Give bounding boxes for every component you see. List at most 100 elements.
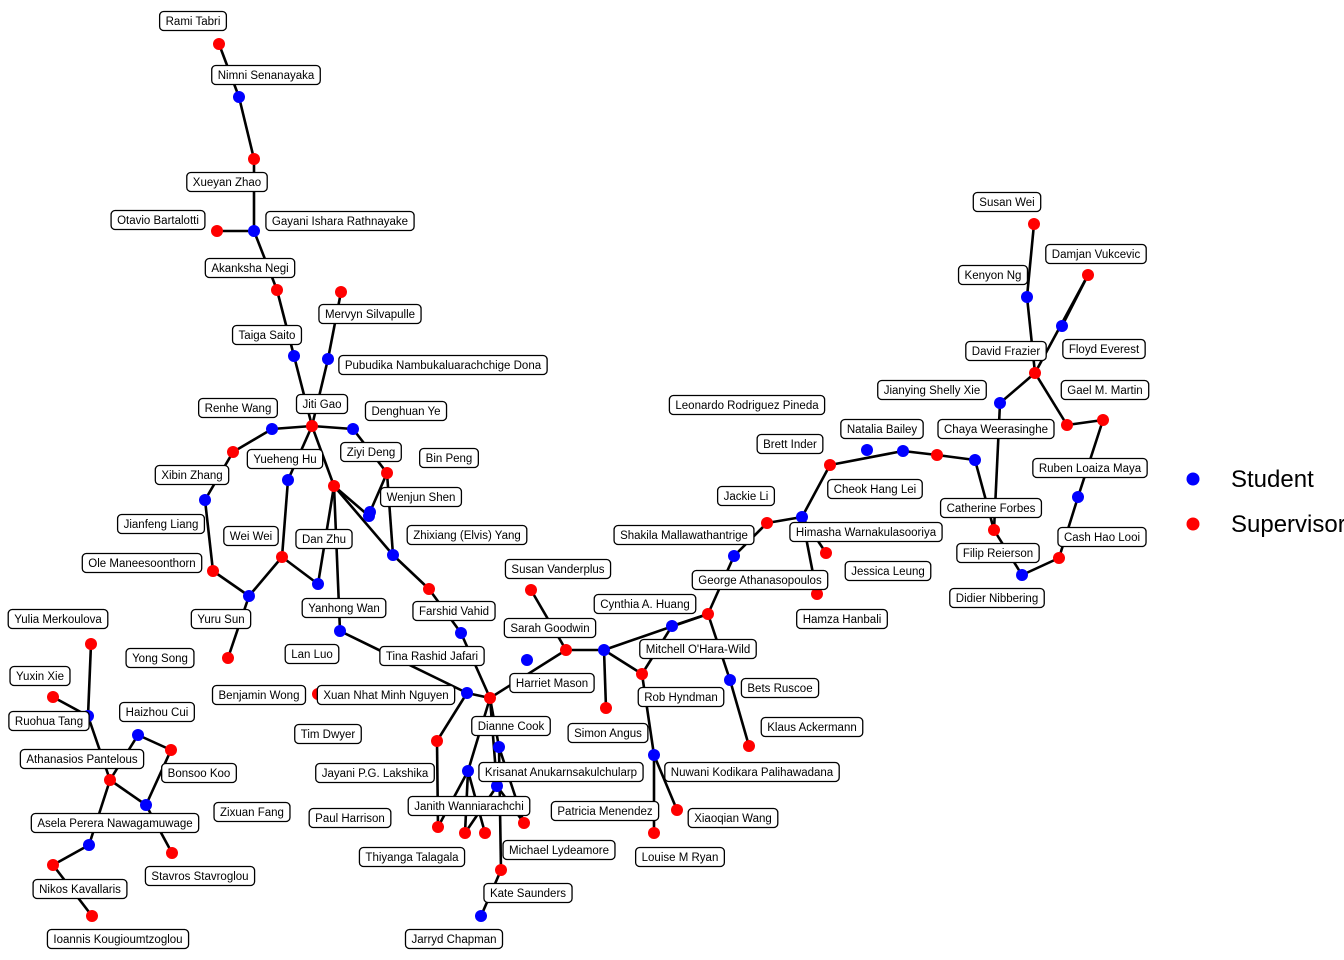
node-label-ruohua: Ruohua Tang <box>8 710 90 732</box>
label-text-george: George Athanasopoulos <box>698 575 822 587</box>
label-box-cash <box>1057 526 1147 548</box>
legend-student-label: Student <box>1231 466 1314 493</box>
node-label-susanw: Susan Wei <box>972 191 1042 213</box>
nodes-layer <box>47 38 1109 922</box>
label-text-pubudika: Pubudika Nambukaluarachchige Dona <box>345 360 542 372</box>
node-label-jackie: Jackie Li <box>716 485 776 507</box>
label-text-krisanat: Krisanat Anukarnsakulchularp <box>485 767 637 779</box>
node-label-jessica: Jessica Leung <box>844 560 932 582</box>
label-box-binpeng <box>419 447 479 469</box>
label-box-pubudika <box>338 354 548 376</box>
label-text-wenjun: Wenjun Shen <box>387 492 456 504</box>
node-label-brett: Brett Inder <box>756 433 824 455</box>
label-box-renhe <box>197 397 279 419</box>
label-box-farshid <box>412 600 496 622</box>
node-susanw <box>1028 218 1040 230</box>
node-gael <box>1061 419 1073 431</box>
node-denghuan <box>347 423 359 435</box>
node-label-tina: Tina Rashid Jafari <box>379 645 485 667</box>
label-text-filip: Filip Reierson <box>963 548 1033 560</box>
label-box-ruohua <box>8 710 90 732</box>
node-label-denghuan: Denghuan Ye <box>364 400 448 422</box>
label-box-zixuan <box>213 801 291 823</box>
label-box-ruben <box>1032 457 1148 479</box>
label-text-susanv: Susan Vanderplus <box>511 564 604 576</box>
node-harriet <box>521 654 533 666</box>
label-box-hamza <box>796 608 888 630</box>
node-label-nuwani: Nuwani Kodikara Palihawadana <box>664 761 840 783</box>
node-damjan <box>1082 269 1094 281</box>
node-robh <box>636 668 648 680</box>
node-bonsoo <box>165 744 177 756</box>
node-label-timdwyer: Tim Dwyer <box>294 723 362 745</box>
edge-bonsoo-zixuan <box>144 749 173 806</box>
node-taiga <box>288 350 300 362</box>
edge-cheok-chaya <box>936 453 976 462</box>
label-text-denghuan: Denghuan Ye <box>371 406 440 418</box>
label-box-xiaoqian <box>687 807 779 829</box>
node-michaell <box>479 827 491 839</box>
edge-binpeng-zhixiang <box>385 472 395 556</box>
node-asela <box>83 839 95 851</box>
label-box-yongsong <box>125 647 195 669</box>
label-box-mitchell <box>639 638 757 660</box>
node-label-susanv: Susan Vanderplus <box>504 558 612 580</box>
node-label-farshid: Farshid Vahid <box>412 600 496 622</box>
node-label-gael: Gael M. Martin <box>1060 379 1150 401</box>
label-box-sarahg <box>503 617 597 639</box>
label-text-chaya: Chaya Weerasinghe <box>944 424 1048 436</box>
edge-chaya-catherine <box>973 459 996 531</box>
node-nimni <box>233 91 245 103</box>
label-box-tina <box>379 645 485 667</box>
label-text-kenyon: Kenyon Ng <box>965 270 1022 282</box>
node-catherine <box>988 524 1000 536</box>
label-text-xueyan: Xueyan Zhao <box>193 177 261 189</box>
node-label-athanasios: Athanasios Pantelous <box>19 748 145 770</box>
label-box-nuwani <box>664 761 840 783</box>
label-text-asela: Asela Perera Nawagamuwage <box>37 818 192 830</box>
label-box-didier <box>949 587 1045 609</box>
label-box-kenyon <box>957 264 1029 286</box>
label-text-davidf: David Frazier <box>972 346 1041 358</box>
node-label-filip: Filip Reierson <box>956 542 1040 564</box>
node-yanhong <box>312 578 324 590</box>
label-text-cheok: Cheok Hang Lei <box>834 484 916 496</box>
node-label-jianfeng: Jianfeng Liang <box>116 513 206 535</box>
node-label-yongsong: Yong Song <box>125 647 195 669</box>
node-label-davidf: David Frazier <box>965 340 1047 362</box>
node-janith <box>491 780 503 792</box>
label-text-ruohua: Ruohua Tang <box>15 716 83 728</box>
label-text-sarahg: Sarah Goodwin <box>510 623 589 635</box>
label-box-wenjun <box>379 486 463 508</box>
label-box-ziyi <box>340 441 402 463</box>
label-box-haizhou <box>119 701 195 723</box>
node-label-michaell: Michael Lydeamore <box>502 839 616 861</box>
label-text-hamza: Hamza Hanbali <box>803 614 882 626</box>
node-label-jianying: Jianying Shelly Xie <box>877 379 987 401</box>
label-box-nimni <box>211 64 321 86</box>
node-kate <box>495 864 507 876</box>
node-yulia <box>85 638 97 650</box>
label-text-yurusun: Yuru Sun <box>197 614 244 626</box>
label-box-kate <box>483 882 573 904</box>
edge-mervyn-pubudika <box>326 291 343 360</box>
node-label-xibin: Xibin Zhang <box>154 464 230 486</box>
node-label-bonsoo: Bonsoo Koo <box>161 762 237 784</box>
node-label-floyd: Floyd Everest <box>1062 338 1146 360</box>
node-filip <box>1016 569 1028 581</box>
node-otavio <box>211 225 223 237</box>
node-dianne <box>484 692 496 704</box>
label-box-ole <box>81 552 203 574</box>
node-krisanat <box>493 741 505 753</box>
edge-weiwei-yanhong <box>281 555 319 586</box>
edge-taiga-jiti <box>292 355 314 427</box>
label-box-asela <box>30 812 200 834</box>
label-text-ruben: Ruben Loaiza Maya <box>1039 463 1142 475</box>
edge-yurusun-weiwei <box>248 556 283 597</box>
node-louise <box>648 827 660 839</box>
node-paulh <box>432 821 444 833</box>
node-yuxin <box>47 691 59 703</box>
label-text-benjamin: Benjamin Wong <box>219 690 300 702</box>
node-hamza <box>811 588 823 600</box>
label-box-patricia <box>550 800 660 822</box>
